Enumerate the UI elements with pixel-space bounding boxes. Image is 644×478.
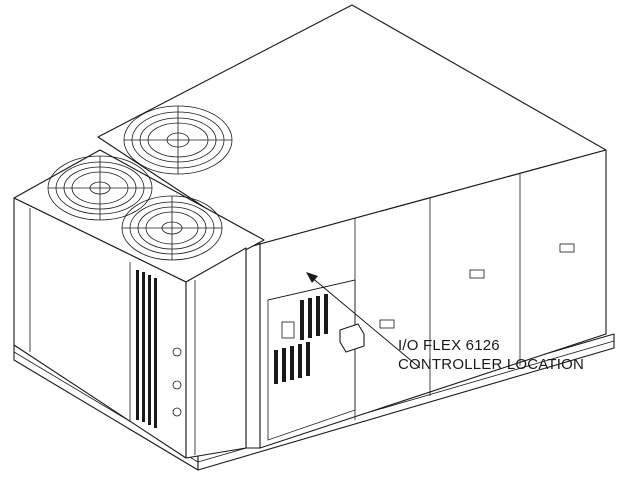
- callout-line-1: I/O FLEX 6126: [398, 337, 500, 354]
- condenser-fan-2: [47, 155, 153, 221]
- callout-leader: [306, 272, 421, 369]
- main-cabinet: [97, 4, 607, 449]
- condenser-fan-1: [123, 105, 233, 175]
- coil-grille: [136, 270, 157, 428]
- condenser-fan-3: [121, 195, 223, 261]
- condenser-side-panel: [185, 247, 247, 459]
- controller-box: [339, 323, 365, 353]
- controller-callout: I/O FLEX 6126 CONTROLLER LOCATION: [398, 336, 584, 374]
- main-left-panel: [245, 243, 261, 449]
- louver-vents: [274, 294, 328, 384]
- controller-access-area: [267, 279, 365, 441]
- condenser-section: [13, 149, 265, 459]
- callout-line-2: CONTROLLER LOCATION: [398, 356, 585, 373]
